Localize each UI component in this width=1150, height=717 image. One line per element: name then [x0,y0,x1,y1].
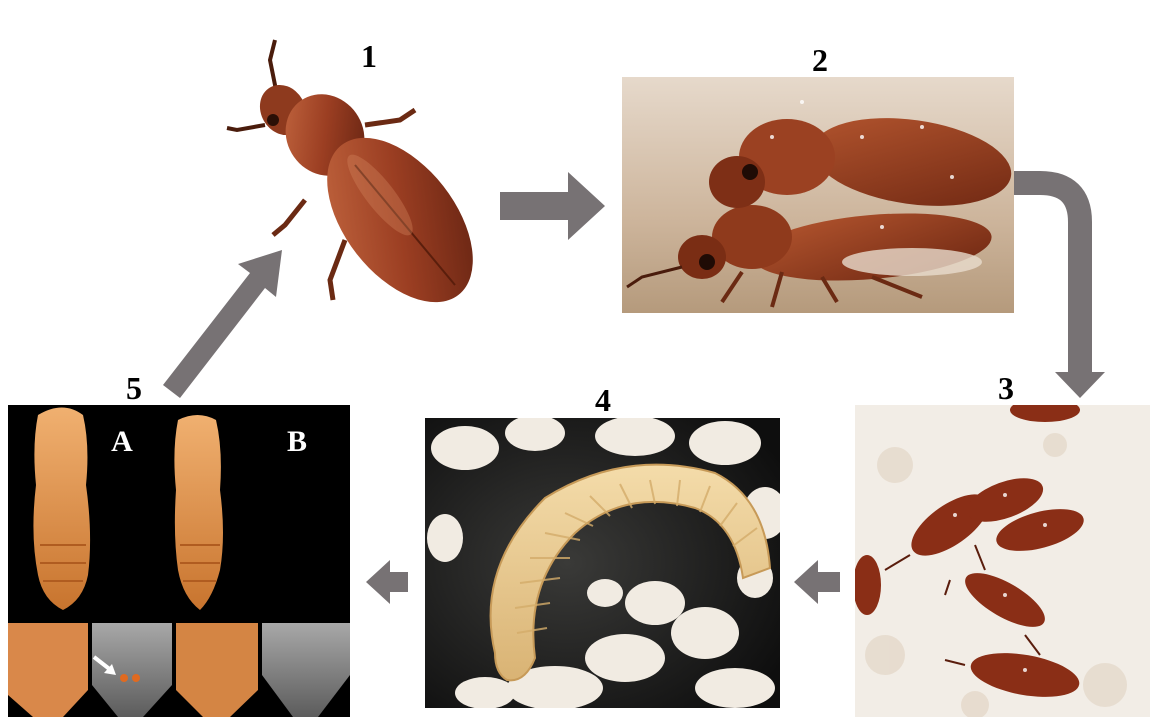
panel-pupae: A B [8,405,350,717]
panel-adult-beetle [215,30,495,325]
pupa-a [33,408,90,611]
label-pupa-a: A [98,420,146,464]
label-pupa-b: B [273,420,321,464]
panel-mating-beetles [622,77,1014,313]
panel-larva [425,418,780,708]
arrow-4-to-5 [366,560,408,604]
arrow-2-to-3 [1014,183,1080,375]
panel-beetles-on-flour [855,405,1150,717]
arrow-3-to-4 [794,560,840,604]
arrow-1-to-2 [500,172,605,240]
